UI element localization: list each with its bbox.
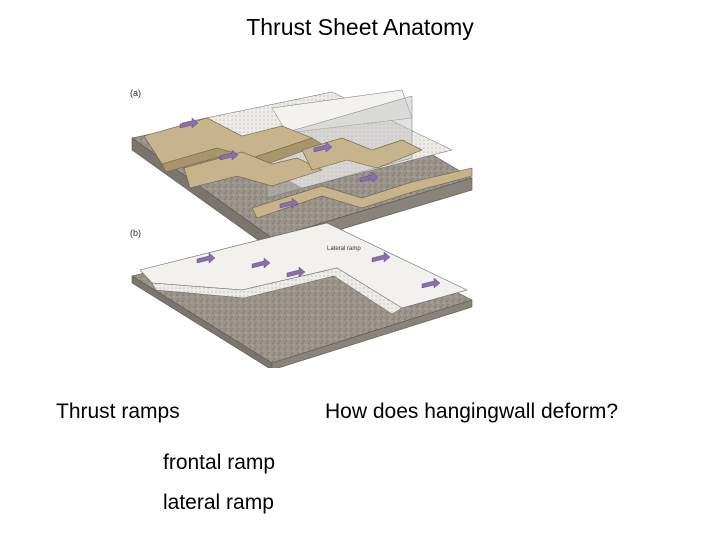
panel-b-diagram: Lateral ramp — [131, 222, 473, 368]
slide-title: Thrust Sheet Anatomy — [246, 14, 474, 40]
panel-b-label: (b) — [130, 228, 141, 238]
lateral-ramp-item: lateral ramp — [163, 491, 274, 514]
thrust-ramps-heading: Thrust ramps — [56, 400, 180, 423]
panel-a-label: (a) — [130, 88, 141, 98]
thrust-block-diagrams: (a) (b) — [122, 78, 482, 368]
lateral-ramp-label: Lateral ramp — [327, 246, 361, 252]
block-diagram-svg: Lateral ramp — [131, 89, 473, 368]
hangingwall-question: How does hangingwall deform? — [325, 400, 619, 423]
frontal-ramp-item: frontal ramp — [163, 451, 276, 474]
panel-a-diagram — [131, 89, 473, 251]
